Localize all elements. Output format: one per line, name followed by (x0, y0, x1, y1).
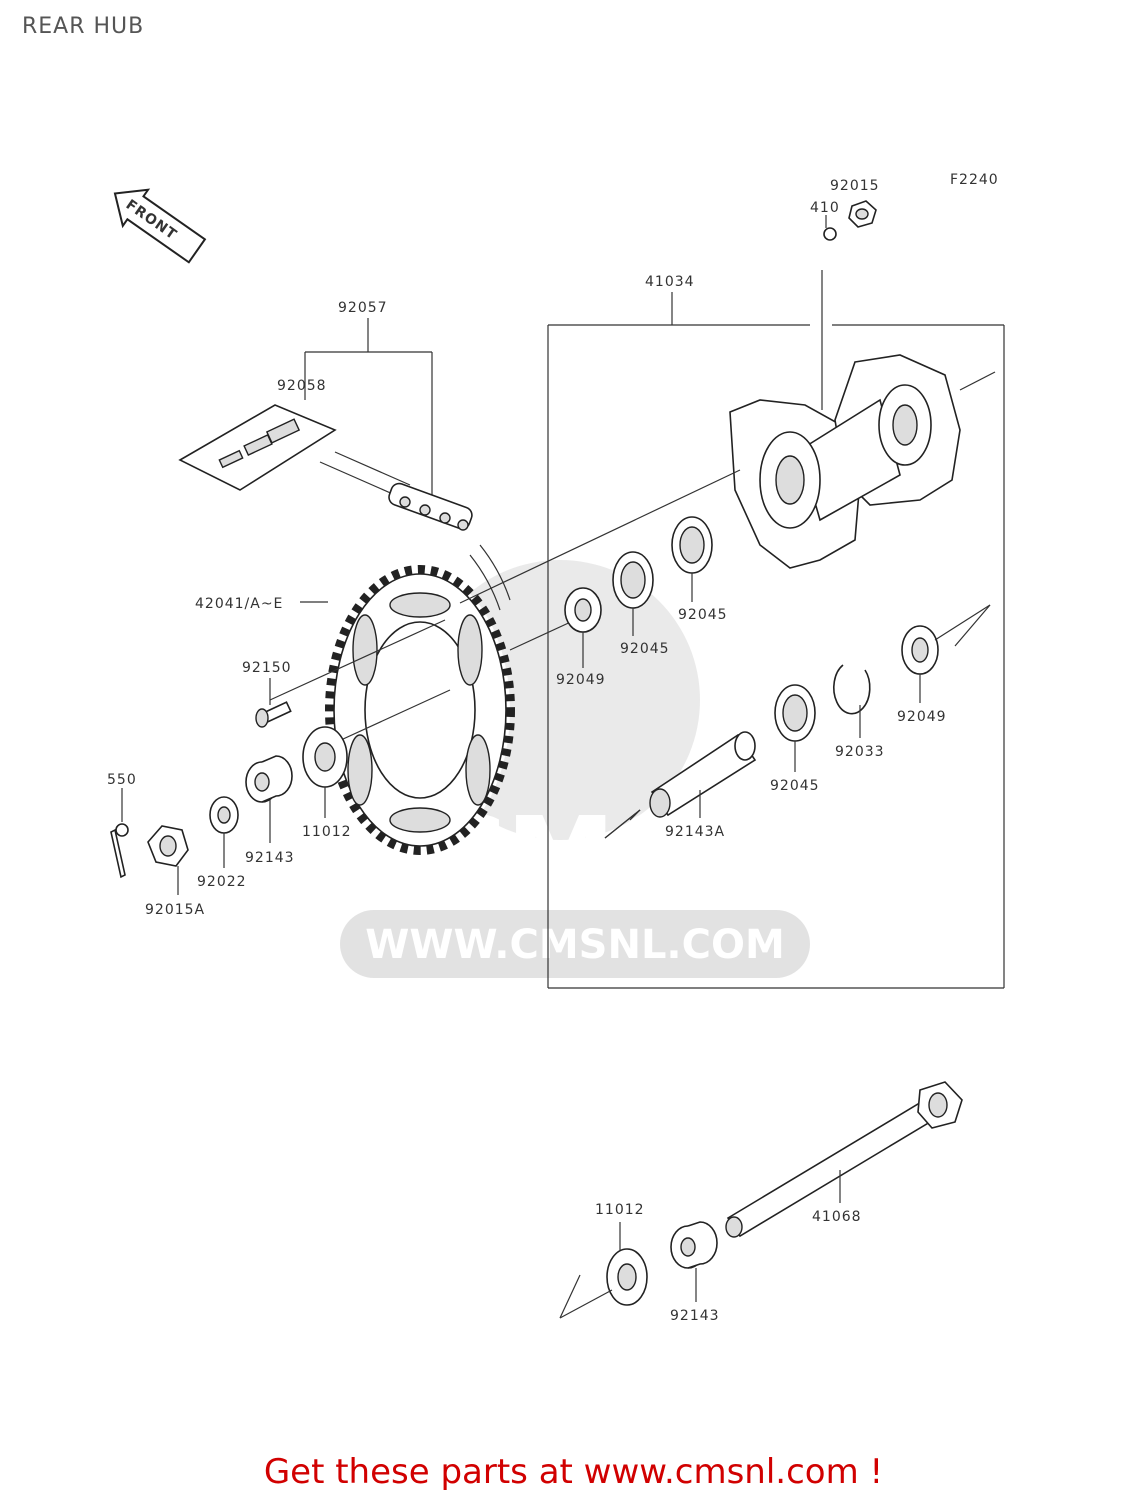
left-collar (245, 755, 293, 803)
hub-assembly-bracket (547, 292, 1005, 989)
bottom-oil-seal (606, 1248, 648, 1306)
exploded-parts-diagram: CMS WWW.CMSNL.COM F2240 FRONT (107, 172, 1005, 1324)
label-92143A: 92143A (665, 824, 725, 840)
label-41068: 41068 (812, 1209, 862, 1225)
label-92058: 92058 (277, 378, 327, 394)
label-11012-top: 11012 (302, 824, 352, 840)
label-92057: 92057 (338, 300, 388, 316)
oil-seal-1 (564, 587, 602, 633)
bearing-2 (671, 516, 713, 574)
label-92049-right: 92049 (897, 709, 947, 725)
circlip (833, 664, 871, 715)
label-92045-c: 92045 (770, 778, 820, 794)
bearing-3 (774, 684, 816, 742)
watermark-url: WWW.CMSNL.COM (365, 922, 785, 968)
oil-seal-2 (901, 625, 939, 675)
label-92015: 92015 (830, 178, 880, 194)
label-92045-b: 92045 (678, 607, 728, 623)
label-92143-bottom: 92143 (670, 1308, 720, 1324)
label-92033: 92033 (835, 744, 885, 760)
label-92022: 92022 (197, 874, 247, 890)
washer (209, 796, 239, 834)
drive-chain (178, 318, 511, 611)
rear-axle (725, 1081, 963, 1238)
hub-washer (823, 227, 837, 241)
label-410: 410 (810, 200, 840, 216)
rear-hub (729, 354, 961, 569)
label-92015A: 92015A (145, 902, 205, 918)
footer-promo-text[interactable]: Get these parts at www.cmsnl.com ! (263, 1452, 884, 1492)
figure-code: F2240 (950, 172, 999, 188)
cotter-pin (110, 823, 129, 879)
label-92150: 92150 (242, 660, 292, 676)
label-92045-a: 92045 (620, 641, 670, 657)
castle-nut (147, 825, 189, 867)
label-92049-left: 92049 (556, 672, 606, 688)
rear-sprocket (325, 565, 515, 855)
left-oil-seal (302, 726, 348, 788)
label-550: 550 (107, 772, 137, 788)
label-92143-left: 92143 (245, 850, 295, 866)
bearing-1 (612, 551, 654, 609)
label-41034: 41034 (645, 274, 695, 290)
label-11012-bottom: 11012 (595, 1202, 645, 1218)
label-42041: 42041/A~E (195, 596, 283, 612)
hub-nut (848, 200, 877, 228)
page-title: REAR HUB (22, 14, 145, 39)
sprocket-bolt (255, 701, 292, 728)
bottom-collar (670, 1221, 718, 1269)
collar-sleeve (649, 731, 757, 818)
front-arrow-icon: FRONT (113, 188, 207, 264)
